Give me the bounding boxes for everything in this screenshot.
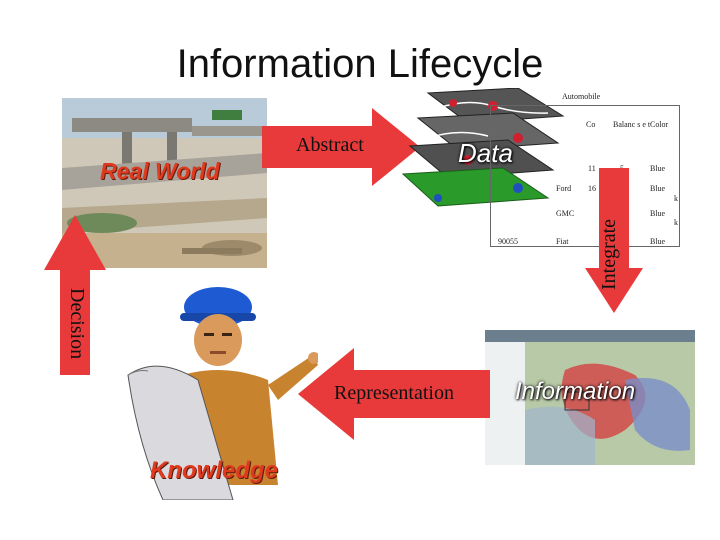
data-label: Data — [458, 138, 513, 168]
representation-arrow — [298, 348, 490, 440]
integrate-label: Integrate — [598, 218, 620, 290]
table-cell: k — [674, 194, 678, 203]
table-cell: Blue — [650, 164, 666, 173]
real-world-photo — [62, 98, 267, 268]
abstract-label: Abstract — [296, 134, 364, 156]
table-header: Balanc s e t — [613, 120, 651, 129]
table-cell: Blue — [650, 184, 666, 193]
table-cell: Blue — [650, 209, 666, 218]
representation-label: Representation — [334, 382, 454, 404]
table-cell: 90055 — [498, 237, 518, 246]
page-title: Information Lifecycle — [176, 42, 544, 86]
decision-arrow — [44, 215, 106, 375]
knowledge-label: Knowledge — [150, 457, 279, 484]
information-label: Information — [515, 378, 636, 405]
data-layers-stack — [401, 88, 565, 207]
table-cell: GMC — [556, 209, 575, 218]
abstract-arrow — [262, 108, 420, 186]
decision-label: Decision — [66, 288, 88, 360]
table-header: Color — [650, 120, 669, 129]
table-cell: k — [674, 218, 678, 227]
table-cell: 16 — [588, 184, 596, 193]
integrate-arrow — [585, 168, 643, 313]
table-cell: Fiat — [556, 237, 569, 246]
automobile-table: Automobile Co Balanc s e t Color 11 5 Bl… — [470, 92, 680, 257]
table-header: Co — [586, 120, 596, 129]
table-cell: Ford — [556, 184, 572, 193]
table-cell: Blue — [650, 237, 666, 246]
real-world-label: Real World — [100, 158, 220, 184]
table-cell: 11 — [588, 164, 596, 173]
information-map — [485, 330, 695, 465]
worker-illustration — [127, 287, 318, 500]
table-caption: Automobile — [562, 92, 601, 101]
